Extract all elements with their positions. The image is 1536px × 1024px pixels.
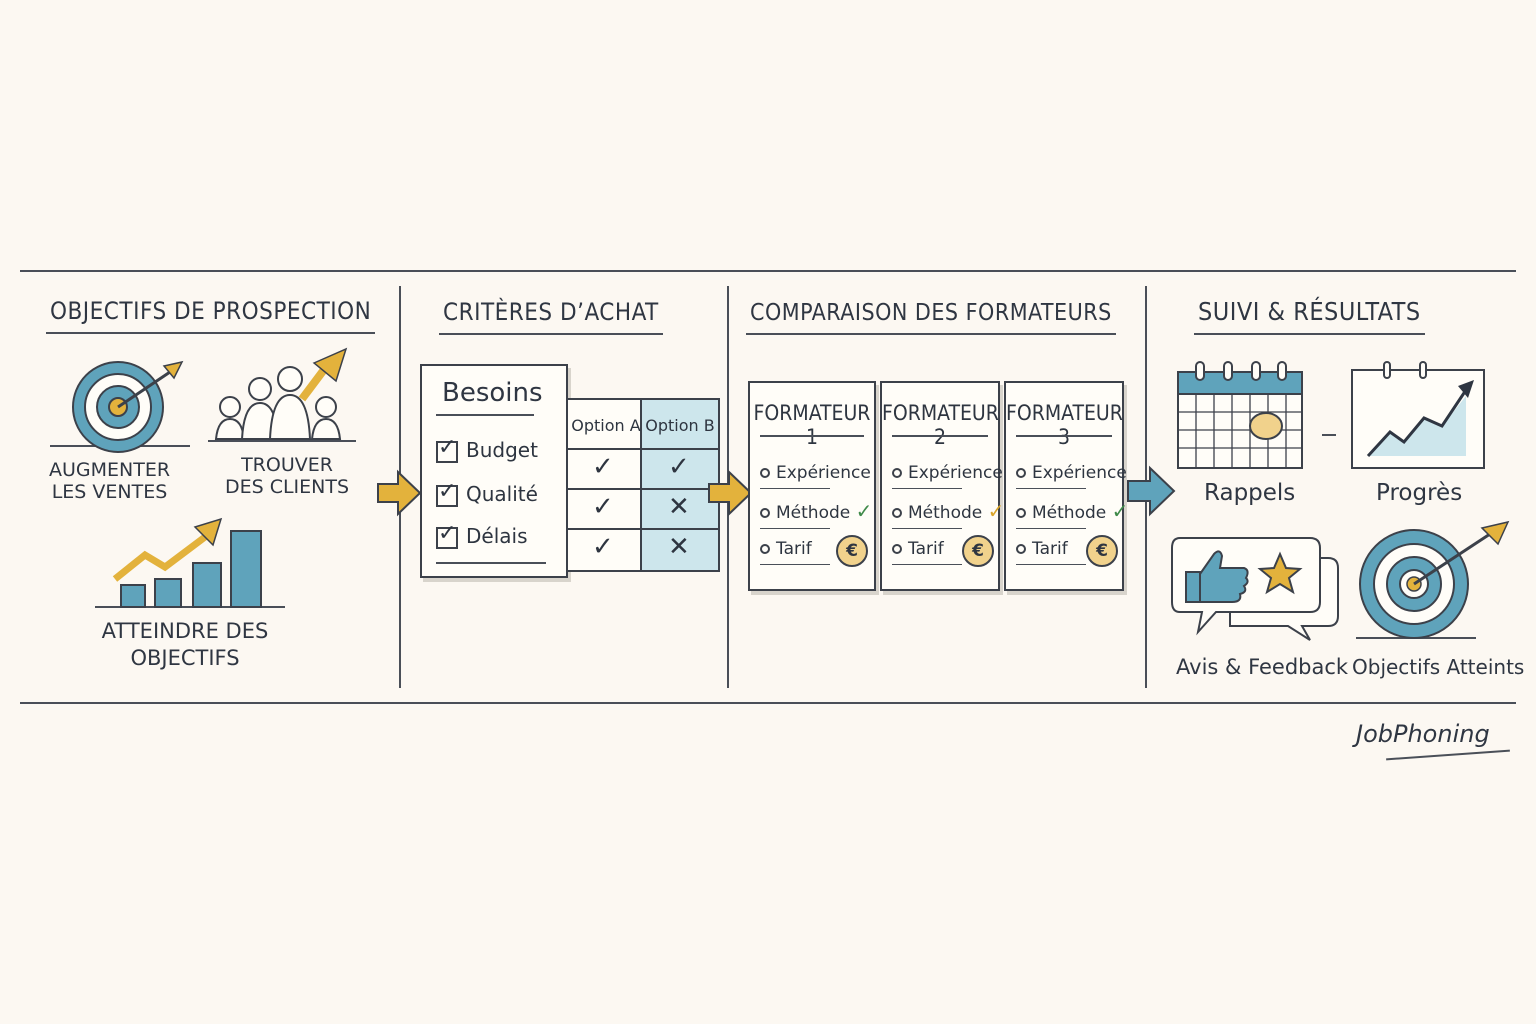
feedback-icon bbox=[1171, 537, 1339, 641]
need-row-budget: ✓ Budget bbox=[436, 435, 538, 463]
need-label: Délais bbox=[466, 524, 528, 548]
objective-label-clients: Trouver des Clients bbox=[212, 454, 362, 499]
options-table-row-line bbox=[568, 488, 718, 490]
cross-icon: ✕ bbox=[668, 532, 690, 562]
section-title-text: Critères d’Achat bbox=[443, 298, 659, 326]
row-label: Méthode bbox=[776, 503, 851, 523]
need-label: Qualité bbox=[466, 482, 538, 506]
needs-card: Besoins ✓ Budget ✓ Qualité ✓ Délais bbox=[420, 364, 568, 578]
label-line: Objectifs bbox=[130, 646, 240, 671]
trainer-row-tarif: Tarif bbox=[892, 539, 962, 565]
label-line: Trouver bbox=[241, 454, 333, 476]
trainer-row-tarif: Tarif bbox=[1016, 539, 1086, 565]
row-label: Méthode bbox=[1032, 503, 1107, 523]
options-table-header-line bbox=[568, 448, 718, 450]
trainer-title: Formateur 3 bbox=[1006, 401, 1123, 449]
section-title-text: Comparaison des Formateurs bbox=[750, 300, 1112, 326]
objective-label-ventes: Augmenter les Ventes bbox=[42, 459, 177, 504]
trainer-row-methode: Méthode ✓ bbox=[892, 499, 1005, 529]
check-icon: ✓ bbox=[592, 452, 614, 482]
options-table: Option A Option B ✓ ✓ ✓ ✓ ✕ ✕ bbox=[566, 398, 720, 572]
trainer-title-line bbox=[760, 435, 864, 437]
trainer-row-methode: Méthode ✓ bbox=[1016, 499, 1129, 529]
brand-underline bbox=[1386, 749, 1510, 761]
trainer-card-2: Formateur 2 Expérience Méthode ✓ Tarif € bbox=[880, 381, 1004, 591]
needs-title-underline bbox=[436, 414, 534, 416]
label-line: Augmenter bbox=[48, 459, 171, 481]
row-label: Tarif bbox=[908, 539, 944, 559]
euro-coin-icon: € bbox=[1086, 535, 1118, 567]
result-label-feedback: Avis & Feedback bbox=[1176, 655, 1349, 679]
trainer-title: Formateur 2 bbox=[882, 401, 999, 449]
trainer-row-methode: Méthode ✓ bbox=[760, 499, 873, 529]
progress-chart-icon bbox=[1351, 361, 1485, 469]
bar-chart-growth-icon bbox=[95, 517, 285, 608]
euro-coin-icon: € bbox=[962, 535, 994, 567]
target-icon bbox=[1356, 520, 1510, 639]
trainer-row-experience: Expérience bbox=[1016, 463, 1127, 489]
row-label: Tarif bbox=[776, 539, 812, 559]
section-title-criteres: Critères d’Achat bbox=[439, 296, 663, 335]
check-icon: ✓ bbox=[668, 452, 690, 482]
row-label: Expérience bbox=[908, 463, 1003, 483]
euro-coin-icon: € bbox=[836, 535, 868, 567]
option-b-column-bg bbox=[642, 400, 718, 570]
arrow-right-icon bbox=[708, 469, 753, 517]
check-icon: ✓ bbox=[855, 499, 873, 523]
trainer-row-experience: Expérience bbox=[892, 463, 1003, 489]
checkbox-checked-icon: ✓ bbox=[436, 435, 458, 463]
row-label: Méthode bbox=[908, 503, 983, 523]
need-row-qualite: ✓ Qualité bbox=[436, 479, 538, 507]
connector-dash bbox=[1322, 434, 1336, 436]
needs-bottom-line bbox=[436, 562, 546, 564]
check-icon: ✓ bbox=[987, 499, 1005, 523]
section-title-text: Objectifs de Prospection bbox=[50, 297, 372, 325]
calendar-icon bbox=[1177, 361, 1303, 469]
people-growth-icon bbox=[208, 347, 356, 442]
trainer-row-tarif: Tarif bbox=[760, 539, 830, 565]
arrow-right-icon bbox=[377, 469, 422, 517]
trainer-title: Formateur 1 bbox=[753, 401, 871, 449]
result-label-progres: Progrès bbox=[1376, 480, 1463, 506]
section-title-text: Suivi & Résultats bbox=[1198, 297, 1421, 326]
row-label: Tarif bbox=[1032, 539, 1068, 559]
label-line: Atteindre des bbox=[101, 619, 269, 643]
need-label: Budget bbox=[466, 438, 538, 462]
section-title-prospection: Objectifs de Prospection bbox=[46, 296, 376, 334]
trainer-card-3: Formateur 3 Expérience Méthode ✓ Tarif € bbox=[1004, 381, 1128, 591]
section-title-suivi: Suivi & Résultats bbox=[1194, 296, 1425, 335]
trainer-card-1: Formateur 1 Expérience Méthode ✓ Tarif € bbox=[748, 381, 876, 591]
brand-text: JobPhoning bbox=[1356, 720, 1490, 748]
top-rule bbox=[20, 270, 1516, 272]
trainer-title-line bbox=[1016, 435, 1112, 437]
cross-icon: ✕ bbox=[668, 492, 690, 522]
checkbox-checked-icon: ✓ bbox=[436, 521, 458, 549]
option-a-header: Option A bbox=[571, 416, 641, 435]
options-table-col-divider bbox=[640, 400, 642, 570]
result-label-objectifs-atteints: Objectifs Atteints bbox=[1352, 655, 1525, 679]
label-line: les Ventes bbox=[51, 480, 168, 503]
trainer-title-line bbox=[892, 435, 988, 437]
check-icon: ✓ bbox=[1111, 499, 1129, 523]
bottom-rule bbox=[20, 702, 1516, 704]
section-title-comparaison: Comparaison des Formateurs bbox=[746, 296, 1116, 335]
row-label: Expérience bbox=[1032, 463, 1127, 483]
objective-label-objectifs: Atteindre des Objectifs bbox=[85, 618, 285, 673]
option-b-header: Option B bbox=[645, 416, 715, 435]
options-table-row-line bbox=[568, 528, 718, 530]
brand-logo: JobPhoning bbox=[1356, 720, 1510, 761]
check-icon: ✓ bbox=[592, 492, 614, 522]
need-row-delais: ✓ Délais bbox=[436, 521, 528, 549]
needs-title: Besoins bbox=[442, 378, 543, 408]
label-line: des Clients bbox=[224, 475, 350, 498]
target-icon bbox=[50, 360, 190, 453]
result-label-rappels: Rappels bbox=[1204, 480, 1296, 506]
trainer-row-experience: Expérience bbox=[760, 463, 871, 489]
check-icon: ✓ bbox=[592, 532, 614, 562]
arrow-right-icon bbox=[1127, 465, 1176, 517]
row-label: Expérience bbox=[776, 463, 871, 483]
checkbox-checked-icon: ✓ bbox=[436, 479, 458, 507]
